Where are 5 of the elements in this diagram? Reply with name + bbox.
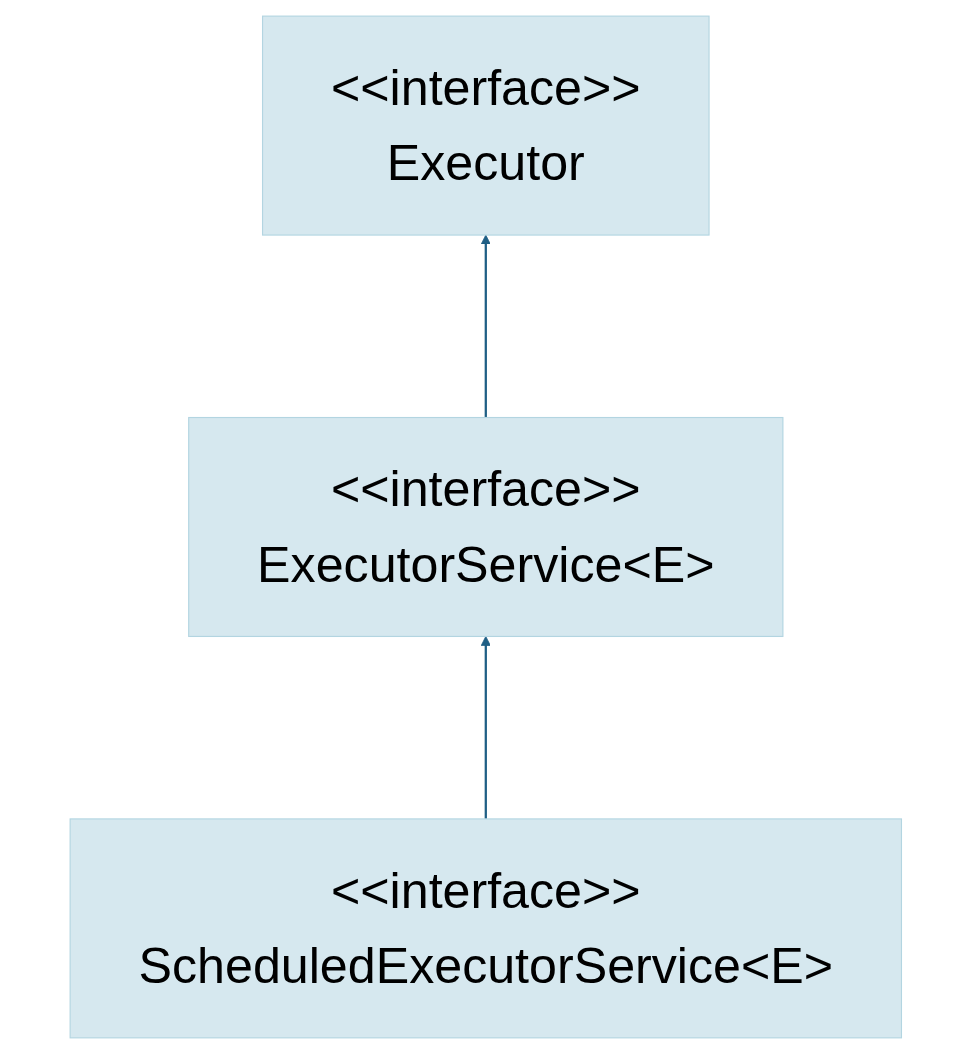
arrow — [481, 636, 491, 819]
node-box: <<interface>> ExecutorService<E> — [188, 416, 784, 638]
node-box: <<interface>> ScheduledExecutorService<E> — [69, 818, 903, 1039]
node-box: <<interface>> Executor — [262, 15, 710, 236]
arrow — [481, 234, 491, 418]
